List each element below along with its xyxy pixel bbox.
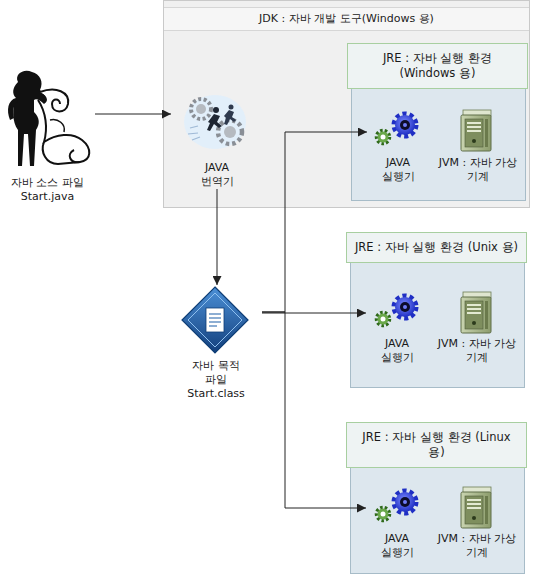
class-file-icon	[182, 287, 248, 353]
panel-heading: JRE : 자바 실행 환경 (Unix 용)	[346, 232, 527, 263]
server-icon	[461, 110, 491, 151]
node-label: 자바 소스 파일 Start.java	[2, 176, 94, 204]
gear-icon	[377, 491, 417, 521]
runner-node: JAVA 실행기	[367, 112, 429, 184]
compiler-icon	[184, 95, 246, 149]
node-label: 자바 목적 파일 Start.class	[183, 359, 249, 401]
jre-panel: JRE : 자바 실행 환경 (Linux 용)JAVA 실행기JVM : 자바…	[350, 422, 525, 574]
jre-panel: JRE : 자바 실행 환경 (Unix 용)JAVA 실행기JVM : 자바 …	[350, 232, 525, 388]
flow-arrow	[95, 114, 171, 115]
panel-heading: JDK : 자바 개발 도구(Windows 용)	[164, 7, 529, 31]
compiler-node: JAVA 번역기	[171, 89, 263, 189]
flow-arrow	[217, 189, 218, 285]
panel-heading: JRE : 자바 실행 환경 (Linux 용)	[346, 422, 527, 468]
node-label: JAVA 번역기	[193, 161, 241, 189]
jre-panel: JRE : 자바 실행 환경 (Windows 용)JAVA 실행기JVM : …	[351, 43, 526, 201]
server-icon	[461, 292, 491, 333]
node-label: JAVA 실행기	[373, 156, 423, 184]
gear-icon	[377, 296, 417, 326]
flow-arrow	[262, 313, 366, 314]
gear-icon	[377, 114, 417, 144]
node-label: JVM : 자바 가상 기계	[436, 532, 518, 560]
node-label: JAVA 실행기	[372, 337, 422, 365]
source-file: 자바 소스 파일 Start.java	[0, 70, 95, 204]
jvm-node: JVM : 자바 가상 기계	[429, 293, 525, 365]
runner-node: JAVA 실행기	[366, 488, 428, 560]
server-icon	[461, 487, 491, 528]
flow-arrow	[262, 312, 366, 508]
node-label: JAVA 실행기	[372, 532, 422, 560]
runner-node: JAVA 실행기	[366, 293, 428, 365]
jvm-node: JVM : 자바 가상 기계	[429, 488, 525, 560]
jvm-node: JVM : 자바 가상 기계	[430, 112, 526, 184]
panel-heading: JRE : 자바 실행 환경 (Windows 용)	[347, 43, 528, 89]
flow-arrow	[262, 132, 367, 312]
node-label: JVM : 자바 가상 기계	[436, 337, 518, 365]
source-person-icon	[8, 71, 89, 166]
node-label: JVM : 자바 가상 기계	[437, 156, 519, 184]
jdk-panel: JDK : 자바 개발 도구(Windows 용) JAVA 번역기 JRE : 자…	[163, 0, 530, 208]
class-file: 자바 목적 파일 Start.class	[170, 285, 262, 401]
